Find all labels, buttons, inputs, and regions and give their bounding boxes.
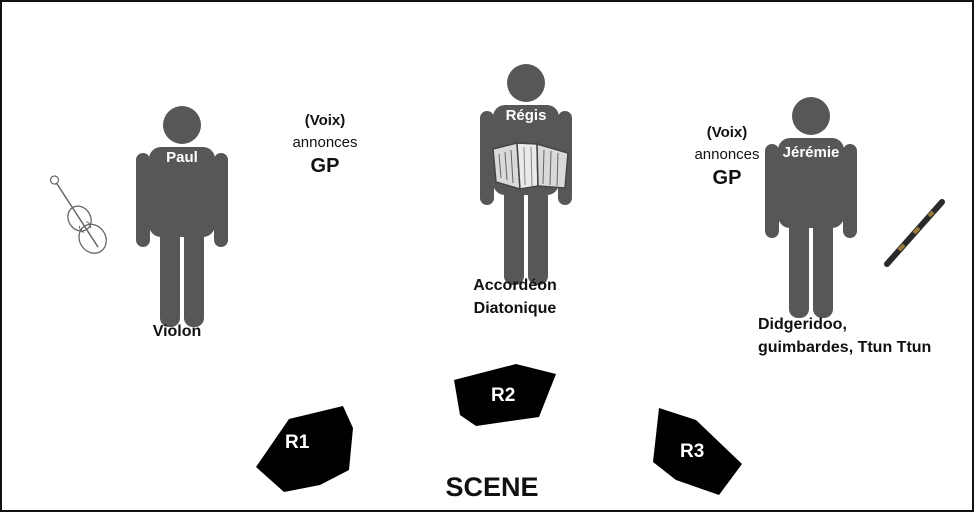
instrument-label-didgeridoo-line2: guimbardes, Ttun Ttun xyxy=(758,339,932,356)
musician-name-regis: Régis xyxy=(505,107,547,124)
instrument-label-violon: Violon xyxy=(152,323,202,340)
instrument-label-accordeon-line1: Accordéon xyxy=(473,277,557,294)
monitor-label-r2: R2 xyxy=(491,385,516,406)
monitor-label-r3: R3 xyxy=(680,441,705,462)
instrument-label-accordeon-line2: Diatonique xyxy=(473,300,557,317)
musician-name-jeremie: Jérémie xyxy=(782,144,840,161)
instrument-label-didgeridoo-line1: Didgeridoo, xyxy=(758,316,847,333)
musician-paul-figure xyxy=(136,106,228,327)
monitor-label-r1: R1 xyxy=(285,432,310,453)
vocal-note-1-voix: (Voix) xyxy=(304,112,346,129)
monitor-r2 xyxy=(454,364,556,426)
violin-icon xyxy=(49,175,107,254)
vocal-note-1-gp: GP xyxy=(310,155,340,177)
didgeridoo-icon xyxy=(884,199,945,267)
monitor-r3 xyxy=(653,408,742,495)
vocal-note-2-annonces: annonces xyxy=(694,146,760,163)
monitor-r1 xyxy=(256,406,353,492)
accordion-icon xyxy=(492,142,569,191)
stage-label: SCENE xyxy=(445,472,539,502)
vocal-note-1-annonces: annonces xyxy=(292,134,358,151)
vocal-note-2-gp: GP xyxy=(712,167,742,189)
vocal-note-2-voix: (Voix) xyxy=(706,124,748,141)
musician-name-paul: Paul xyxy=(166,149,198,166)
